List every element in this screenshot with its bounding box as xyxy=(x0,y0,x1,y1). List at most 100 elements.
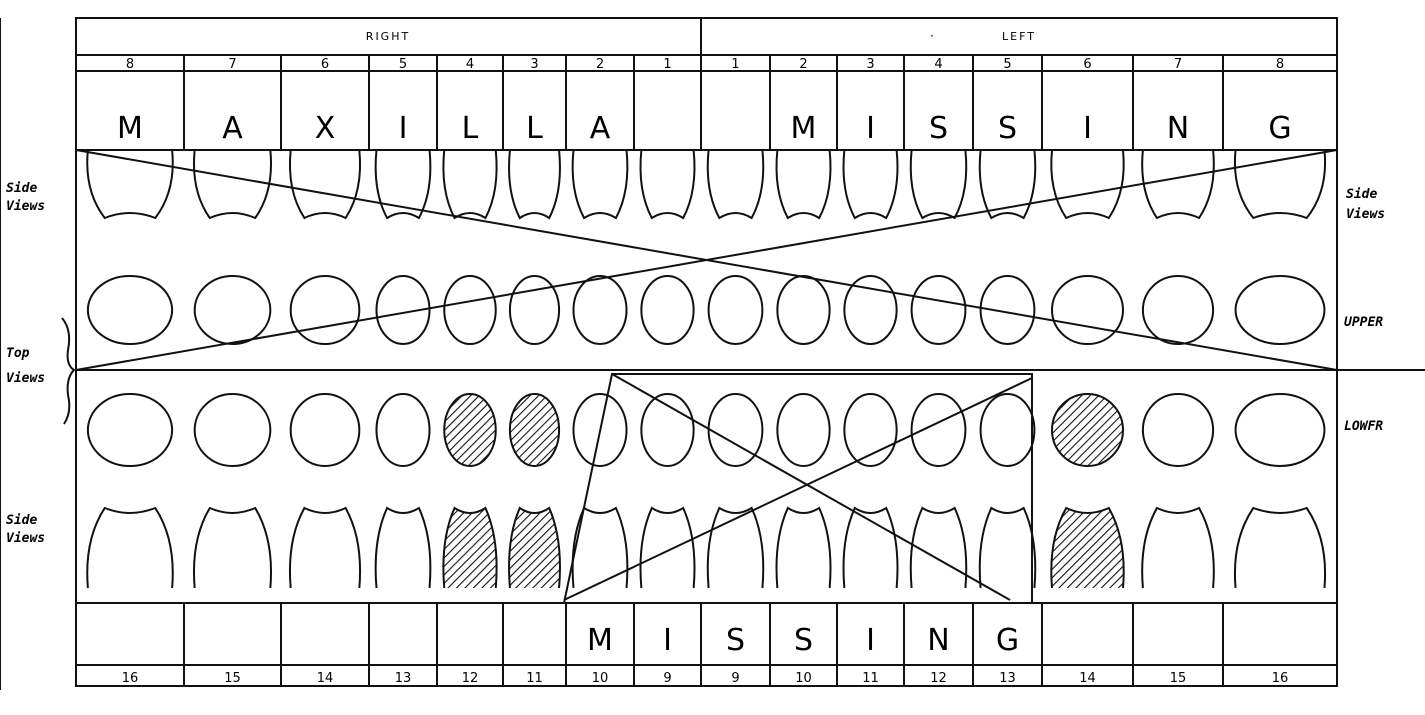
side-views-upper-right: Side Views xyxy=(1346,187,1385,222)
upper-side-tooth xyxy=(573,150,628,218)
lower-letter: G xyxy=(996,623,1019,658)
upper-top-tooth xyxy=(291,276,360,344)
upper-side-tooth xyxy=(641,150,695,218)
upper-side-tooth xyxy=(844,150,898,218)
upper-tooth-number: 6 xyxy=(1083,57,1091,72)
upper-tooth-number: 7 xyxy=(228,57,236,72)
lower-top-tooth xyxy=(709,394,763,466)
upper-letter: L xyxy=(526,111,543,146)
upper-side-tooth xyxy=(777,150,831,218)
lower-side-tooth xyxy=(1142,508,1214,588)
lower-top-tooth xyxy=(376,394,429,466)
lower-letter: I xyxy=(866,623,875,658)
upper-top-tooth xyxy=(444,276,495,344)
header-right: RIGHT xyxy=(366,30,410,43)
upper-side-tooth xyxy=(443,150,496,218)
top-label-word-2: Views xyxy=(6,371,45,386)
upper-letter: A xyxy=(590,111,611,146)
maxilla-missing-cross xyxy=(76,150,1337,370)
chart-grid xyxy=(0,18,1425,690)
lower-side-tooth xyxy=(509,508,560,588)
upper-tooth-number: 3 xyxy=(530,57,538,72)
lower-tooth-number: 12 xyxy=(930,671,947,686)
upper-letter: I xyxy=(1083,111,1092,146)
lower-letter: N xyxy=(927,623,949,658)
upper-letter: M xyxy=(117,111,143,146)
lower-side-tooth xyxy=(777,508,831,588)
lower-top-tooth xyxy=(444,394,495,466)
upper-tooth-number: 5 xyxy=(399,57,407,72)
lower-top-tooth xyxy=(1236,394,1325,466)
upper-top-tooth xyxy=(1236,276,1325,344)
side-label-word-2: Views xyxy=(6,199,45,214)
lower-tooth-number: 9 xyxy=(663,671,671,686)
upper-tooth-number: 2 xyxy=(596,57,604,72)
lower-side-tooth xyxy=(443,508,496,588)
upper-letter: L xyxy=(462,111,479,146)
upper-letter: A xyxy=(222,111,243,146)
upper-top-tooth xyxy=(641,276,693,344)
side-label-word-3: Side xyxy=(6,513,37,528)
lower-side-tooth xyxy=(1235,508,1325,588)
lower-tooth-number: 13 xyxy=(395,671,412,686)
lower-side-tooth xyxy=(708,508,764,588)
upper-side-tooth xyxy=(290,150,360,218)
upper-letter: I xyxy=(866,111,875,146)
upper-side-tooth xyxy=(911,150,967,218)
lower-side-tooth xyxy=(980,508,1036,588)
upper-letter: I xyxy=(399,111,408,146)
lower-top-tooth xyxy=(88,394,172,466)
upper-letter: N xyxy=(1167,111,1189,146)
lower-tooth-number: 12 xyxy=(462,671,479,686)
lower-tooth-number: 10 xyxy=(795,671,812,686)
lower-side-tooth xyxy=(376,508,431,588)
lower-top-tooth xyxy=(291,394,360,466)
lower-tooth-number: 10 xyxy=(592,671,609,686)
upper-tooth-number: 5 xyxy=(1003,57,1011,72)
lower-label: LOWFR xyxy=(1344,419,1383,434)
lower-top-tooth xyxy=(1052,394,1123,466)
lower-tooth-number: 11 xyxy=(526,671,543,686)
lower-letter: I xyxy=(663,623,672,658)
lower-tooth-number: 16 xyxy=(122,671,139,686)
lower-tooth-number: 14 xyxy=(317,671,334,686)
lower-letter: S xyxy=(794,623,813,658)
lower-tooth-number: 11 xyxy=(862,671,879,686)
upper-tooth-number: 2 xyxy=(799,57,807,72)
lower-tooth-number: 13 xyxy=(999,671,1016,686)
lower-side-tooth xyxy=(87,508,173,588)
upper-letter: S xyxy=(929,111,948,146)
lower-letter: S xyxy=(726,623,745,658)
lower-tooth-number: 9 xyxy=(731,671,739,686)
upper-tooth-number: 6 xyxy=(321,57,329,72)
upper-letter: S xyxy=(998,111,1017,146)
header-dot: · xyxy=(930,29,934,43)
upper-top-tooth xyxy=(844,276,896,344)
upper-letter: X xyxy=(315,111,336,146)
upper-tooth-number: 4 xyxy=(466,57,474,72)
lower-tooth-number: 16 xyxy=(1272,671,1289,686)
upper-side-tooth xyxy=(1051,150,1123,218)
upper-top-tooth xyxy=(88,276,172,344)
lower-letter: M xyxy=(587,623,613,658)
side-label-word-5: Side xyxy=(1346,187,1377,202)
upper-side-tooth xyxy=(708,150,764,218)
upper-top-tooth xyxy=(1052,276,1123,344)
top-views-label: Top Views xyxy=(6,346,45,386)
upper-tooth-number: 8 xyxy=(1276,57,1284,72)
upper-tooth-number: 4 xyxy=(934,57,942,72)
upper-label: UPPER xyxy=(1344,315,1383,330)
side-label-word-6: Views xyxy=(1346,207,1385,222)
upper-side-tooth xyxy=(194,150,271,218)
top-views-brace xyxy=(62,318,74,424)
lower-side-tooth xyxy=(290,508,360,588)
upper-letter: G xyxy=(1268,111,1291,146)
lower-missing-cross xyxy=(564,374,1032,603)
lower-top-tooth xyxy=(1143,394,1213,466)
lower-tooth-number: 15 xyxy=(224,671,241,686)
upper-letter: M xyxy=(791,111,817,146)
side-label-word-4: Views xyxy=(6,531,45,546)
upper-top-tooth xyxy=(912,276,966,344)
